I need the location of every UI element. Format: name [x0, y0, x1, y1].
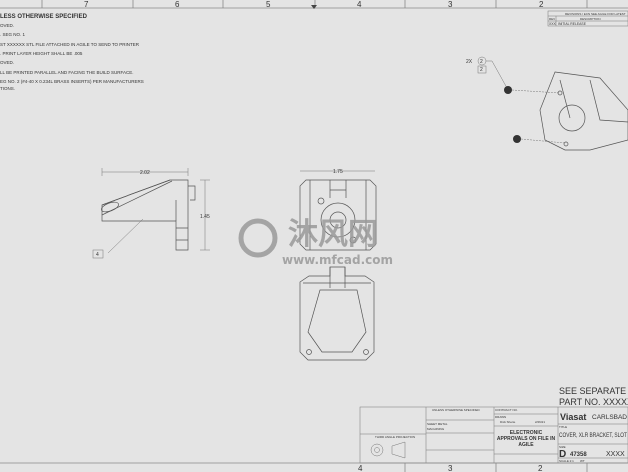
description-column: DESCRIPTION [580, 17, 601, 21]
see-separate-note: SEE SEPARATE PAR [559, 386, 628, 396]
drawn-date: 2/26/21 [535, 420, 545, 424]
orientation-arrow-icon [311, 5, 317, 9]
drawing-number: XXXX [606, 451, 625, 458]
rev-value: XXX [549, 22, 557, 26]
balloon-quantity: 2X [466, 59, 473, 65]
part-number-note: PART NO. XXXXXXX [559, 397, 628, 407]
zone-label: 5 [266, 0, 271, 9]
zone-label: 3 [448, 464, 453, 472]
zone-label: 4 [358, 464, 363, 472]
drawn-label: DRAWN [495, 415, 506, 419]
notes-heading: LESS OTHERWISE SPECIFIED [0, 14, 88, 20]
width-dimension: 2.02 [140, 170, 150, 176]
revision-header: REVISIONS / ECN SEE AGILE FOR LATEST [565, 12, 626, 16]
zone-label: 6 [175, 0, 180, 9]
title-block: SEE SEPARATE PAR PART NO. XXXXXXX THIRD … [359, 386, 628, 464]
company-address: CARLSBAD [592, 415, 628, 421]
general-notes: LESS OTHERWISE SPECIFIED OVED. . SEG NO.… [0, 14, 144, 91]
zone-label: 3 [448, 0, 453, 9]
front-view: 1.75 [299, 169, 377, 251]
projection-symbol-icon [370, 443, 384, 457]
zone-label: 2 [538, 464, 543, 472]
tolerance-row: SHEET METAL [427, 422, 448, 426]
zone-label: 4 [357, 0, 362, 9]
watermark-url: www.mfcad.com [282, 253, 393, 267]
note-line: . PRINT LAYER HEIGHT SHALL BE .005 [0, 51, 83, 56]
scale: SCALE 2:1 [559, 459, 574, 463]
front-width-dimension: 1.75 [333, 169, 343, 175]
note-line: LL BE PRINTED PARALLEL AND FACING THE BU… [0, 70, 134, 75]
zone-label: 7 [84, 0, 89, 9]
tolerance-heading: UNLESS OTHERWISE SPECIFIED [432, 408, 480, 412]
balloon-flag: 2 [480, 67, 483, 73]
contract-label: CONTRACT NO. [495, 408, 518, 412]
size-label: SIZE [559, 445, 566, 449]
note-line: OVED. [0, 23, 14, 28]
note-flag: 4 [96, 252, 99, 258]
drawn-by: Dick Sherie [500, 420, 516, 424]
watermark: 沐风网 www.mfcad.com [238, 217, 393, 267]
zone-label: 2 [539, 0, 544, 9]
sheet-size: D [559, 449, 566, 460]
insert-icon [513, 135, 521, 143]
note-line: ST XXXXXX STL FILE ATTACHED IN AGILE TO … [0, 42, 140, 47]
insert-icon [504, 86, 512, 94]
weight-label: WT [580, 459, 585, 463]
height-dimension: 1.45 [200, 214, 210, 220]
tolerance-row: MACHINING [427, 427, 445, 431]
rev-description: INITIAL RELEASE [558, 22, 587, 26]
watermark-brand: 沐风网 [288, 217, 378, 252]
note-line: OVED. [0, 60, 14, 65]
balloon-item: 2 [480, 59, 483, 65]
isometric-view: 2X 2 2 [466, 56, 628, 151]
note-line: . SEG NO. 1 [0, 32, 26, 37]
title-label: TITLE [559, 425, 567, 429]
cage-code: 47358 [570, 452, 587, 458]
drawing-title: COVER, XLR BRACKET, SLOT [559, 433, 627, 439]
rev-column: REV [549, 17, 555, 21]
zone-strip-top: 7 6 5 4 3 2 [0, 0, 628, 9]
note-line: TIONS. [0, 86, 15, 91]
projection-label: THIRD ANGLE PROJECTION [375, 435, 415, 439]
zone-strip-bottom: 4 3 2 [0, 462, 628, 472]
revision-block: REVISIONS / ECN SEE AGILE FOR LATEST REV… [547, 10, 628, 27]
side-view: 2.02 1.45 4 [92, 168, 210, 259]
note-line: EG NO. 2 (#4-40 X 0.234L BRASS INSERTS) … [0, 79, 144, 84]
company-logo: Viasat [560, 412, 586, 422]
bottom-view [299, 266, 375, 361]
approvals-note: ELECTRONIC APPROVALS ON FILE IN AGILE [496, 430, 556, 448]
watermark-logo-icon [238, 218, 278, 258]
